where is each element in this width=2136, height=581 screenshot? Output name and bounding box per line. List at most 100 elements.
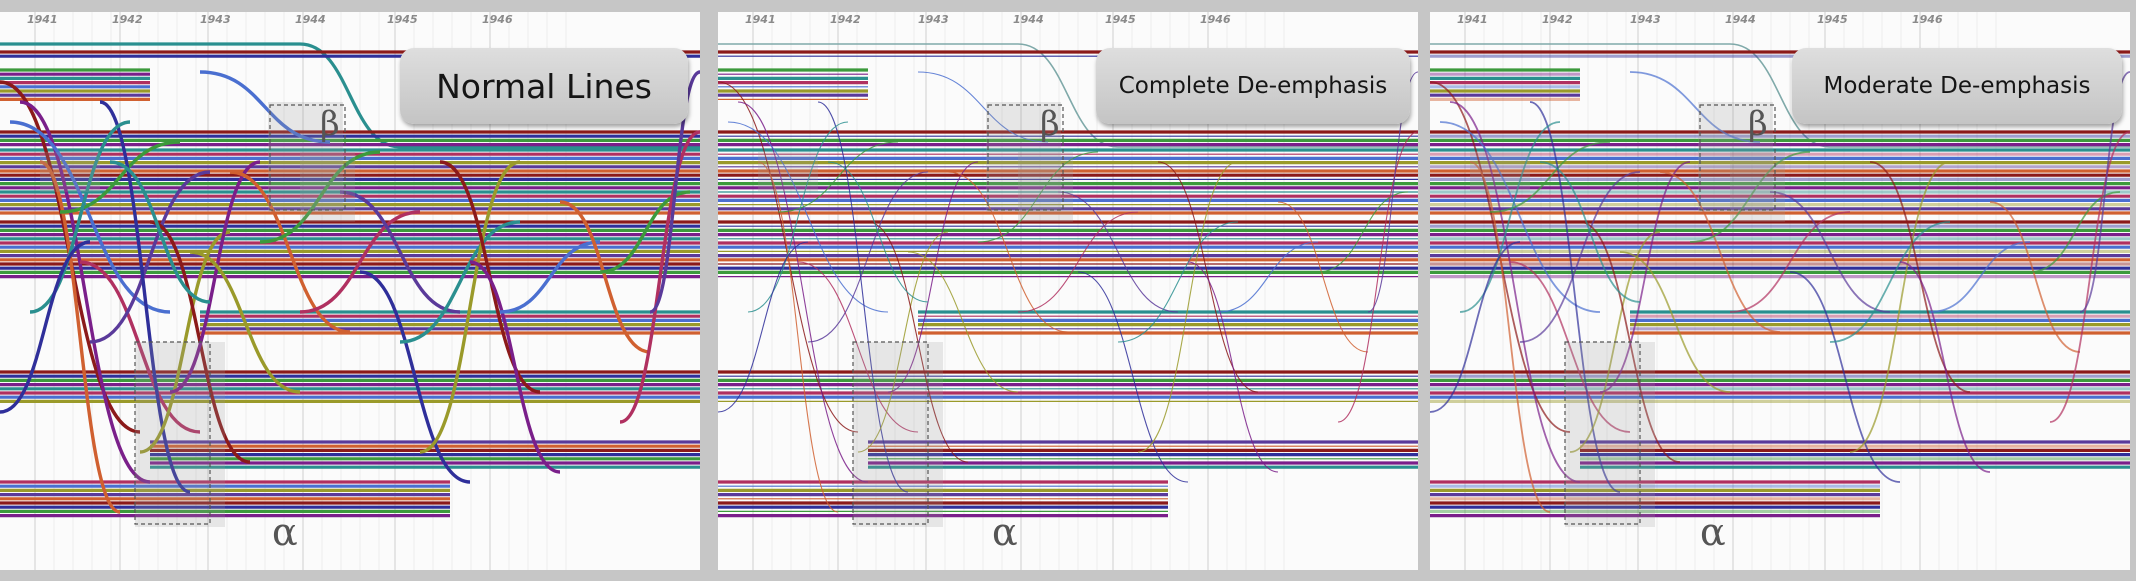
crossing-storyline [39, 160, 121, 514]
crossing-storyline [817, 101, 909, 493]
crossing-storyline [1729, 211, 1851, 313]
beta-label: β [1040, 104, 1060, 144]
crossing-storyline [1829, 221, 1951, 343]
year-label: 1941 [27, 13, 58, 26]
crossing-storyline [339, 190, 461, 314]
crossing-storyline [1439, 121, 1601, 313]
crossing-storyline [1489, 141, 1611, 213]
crossing-storyline [1539, 161, 1641, 303]
event-region [1730, 152, 1785, 222]
crossing-storyline [1317, 191, 1409, 273]
crossing-storyline [1619, 251, 1731, 393]
crossing-storyline [259, 150, 381, 244]
crossing-storyline [1769, 191, 1891, 313]
crossing-storyline [907, 251, 1019, 393]
panel-title-badge: Complete De-emphasis [1096, 48, 1410, 124]
year-label: 1946 [1200, 13, 1231, 26]
crossing-storyline [109, 160, 211, 304]
crossing-storyline [777, 141, 899, 213]
event-region [135, 342, 225, 527]
alpha-label: α [1700, 510, 1726, 554]
crossing-storyline [1509, 261, 1631, 433]
crossing-storyline [29, 120, 131, 314]
crossing-storyline [1519, 171, 1641, 343]
crossing-storyline [1449, 101, 1581, 483]
crossing-storyline [89, 170, 211, 344]
year-label: 1944 [1013, 13, 1044, 26]
panel-title-badge: Moderate De-emphasis [1792, 48, 2122, 124]
year-label: 1945 [1817, 13, 1848, 26]
crossing-storyline [1629, 71, 1761, 143]
crossing-storyline [1187, 261, 1279, 473]
crossing-storyline [1869, 161, 1971, 393]
crossing-storyline [189, 250, 301, 394]
crossing-storyline [559, 200, 651, 354]
crossing-storyline [1459, 121, 1561, 313]
year-label: 1946 [1912, 13, 1943, 26]
beta-label: β [320, 104, 340, 144]
year-label: 1943 [200, 13, 231, 26]
crossing-storyline [1430, 241, 1521, 413]
crossing-storyline [229, 170, 351, 334]
crossing-storyline [1469, 161, 1551, 513]
crossing-storyline [1529, 101, 1621, 493]
crossing-storyline [359, 270, 471, 484]
crossing-storyline [947, 171, 1069, 333]
crossing-storyline [718, 241, 809, 413]
year-label: 1941 [1457, 13, 1488, 26]
beta-highlight-box [269, 104, 346, 211]
crossing-storyline [1277, 201, 1369, 353]
alpha-label: α [272, 510, 298, 554]
crossing-storyline [299, 210, 421, 314]
event-region [758, 152, 818, 192]
crossing-storyline [1077, 271, 1189, 483]
crossing-storyline [19, 100, 151, 484]
crossing-storyline [649, 70, 700, 314]
crossing-storyline [1217, 241, 1319, 313]
crossing-storyline [99, 100, 191, 494]
crossing-storyline [737, 101, 869, 483]
crossing-storyline [757, 161, 839, 513]
crossing-storyline [1057, 191, 1179, 313]
crossing-storyline [399, 220, 521, 344]
alpha-highlight-box [852, 341, 929, 525]
crossing-storyline [1849, 161, 1951, 453]
crossing-storyline [807, 171, 929, 343]
event-region [986, 102, 1061, 212]
crossing-storyline [1337, 131, 1418, 423]
crossing-storyline [169, 160, 261, 394]
crossing-storyline [1899, 261, 1991, 473]
year-label: 1944 [1725, 13, 1756, 26]
crossing-storyline [1789, 271, 1901, 483]
crossing-storyline [977, 151, 1099, 243]
crossing-storyline [1157, 161, 1259, 393]
crossing-storyline [619, 130, 700, 424]
year-label: 1944 [295, 13, 326, 26]
year-label: 1943 [1630, 13, 1661, 26]
crossing-storyline [747, 121, 849, 313]
alpha-highlight-box [134, 341, 211, 525]
crossing-storyline [1117, 221, 1239, 343]
crossing-storyline [79, 260, 201, 434]
beta-label: β [1748, 104, 1768, 144]
crossing-storyline [1929, 241, 2031, 313]
year-label: 1946 [482, 13, 513, 26]
beta-highlight-box [987, 104, 1064, 211]
year-label: 1945 [1105, 13, 1136, 26]
event-region [1698, 102, 1773, 212]
panel-title-badge: Normal Lines [400, 48, 688, 124]
crossing-storyline [469, 260, 561, 474]
crossing-storyline [2049, 131, 2130, 423]
beta-highlight-box [1699, 104, 1776, 211]
year-label: 1942 [830, 13, 861, 26]
year-label: 1945 [387, 13, 418, 26]
crossing-storyline [419, 160, 521, 454]
event-region [853, 342, 943, 527]
alpha-highlight-box [1564, 341, 1641, 525]
